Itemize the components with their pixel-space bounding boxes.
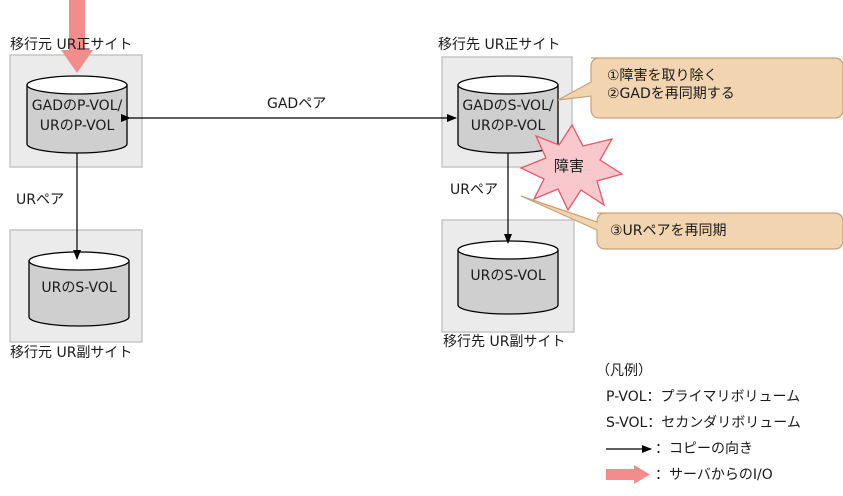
- callout-step-3: ③URペアを再同期: [610, 223, 727, 239]
- destination-secondary-volume-cylinder: [457, 240, 559, 315]
- source-secondary-site-title: 移行元 UR副サイト: [10, 345, 133, 361]
- destination-secondary-site-title: 移行先 UR副サイト: [443, 334, 566, 350]
- legend-copy-direction: ：コピーの向き: [655, 441, 753, 457]
- destination-secondary-volume-label: URのS-VOL: [470, 268, 546, 284]
- destination-primary-volume-cylinder: [457, 75, 559, 154]
- callout-step-2: ②GADを再同期する: [607, 86, 735, 102]
- destination-primary-volume-line-1: GADのS-VOL/: [462, 98, 554, 114]
- source-secondary-volume-label: URのS-VOL: [41, 280, 117, 296]
- legend-server-io: ：サーバからのI/O: [655, 467, 773, 483]
- source-primary-volume-label: GADのP-VOL/ URのP-VOL: [27, 96, 127, 136]
- failure-burst: [519, 123, 624, 212]
- source-secondary-volume-cylinder: [28, 251, 130, 327]
- destination-primary-volume-line-2: URのP-VOL: [470, 118, 546, 134]
- callout-steps-1-2-shape: [557, 57, 843, 119]
- legend-svol: S-VOL：セカンダリボリューム: [606, 415, 801, 431]
- legend-io-arrow-symbol: [606, 465, 650, 484]
- source-primary-volume-cylinder: [26, 75, 128, 154]
- callout-step-3-shape: [520, 195, 843, 250]
- destination-ur-pair-label: URペア: [450, 182, 498, 198]
- legend-pvol: P-VOL：プライマリボリューム: [606, 389, 801, 405]
- destination-primary-volume-label: GADのS-VOL/ URのP-VOL: [458, 96, 558, 136]
- gad-pair-label: GADペア: [267, 96, 327, 112]
- source-primary-site-title: 移行元 UR正サイト: [10, 37, 133, 53]
- source-ur-pair-label: URペア: [16, 192, 64, 208]
- callout-steps-1-2: ①障害を取り除く ②GADを再同期する: [607, 67, 735, 103]
- destination-primary-site-title: 移行先 UR正サイト: [438, 37, 561, 53]
- legend-title: （凡例）: [596, 363, 652, 379]
- server-io-arrow: [61, 0, 93, 73]
- callout-step-1: ①障害を取り除く: [607, 68, 718, 84]
- failure-label: 障害: [554, 157, 585, 175]
- source-primary-volume-line-1: GADのP-VOL/: [31, 98, 123, 114]
- source-primary-volume-line-2: URのP-VOL: [39, 118, 115, 134]
